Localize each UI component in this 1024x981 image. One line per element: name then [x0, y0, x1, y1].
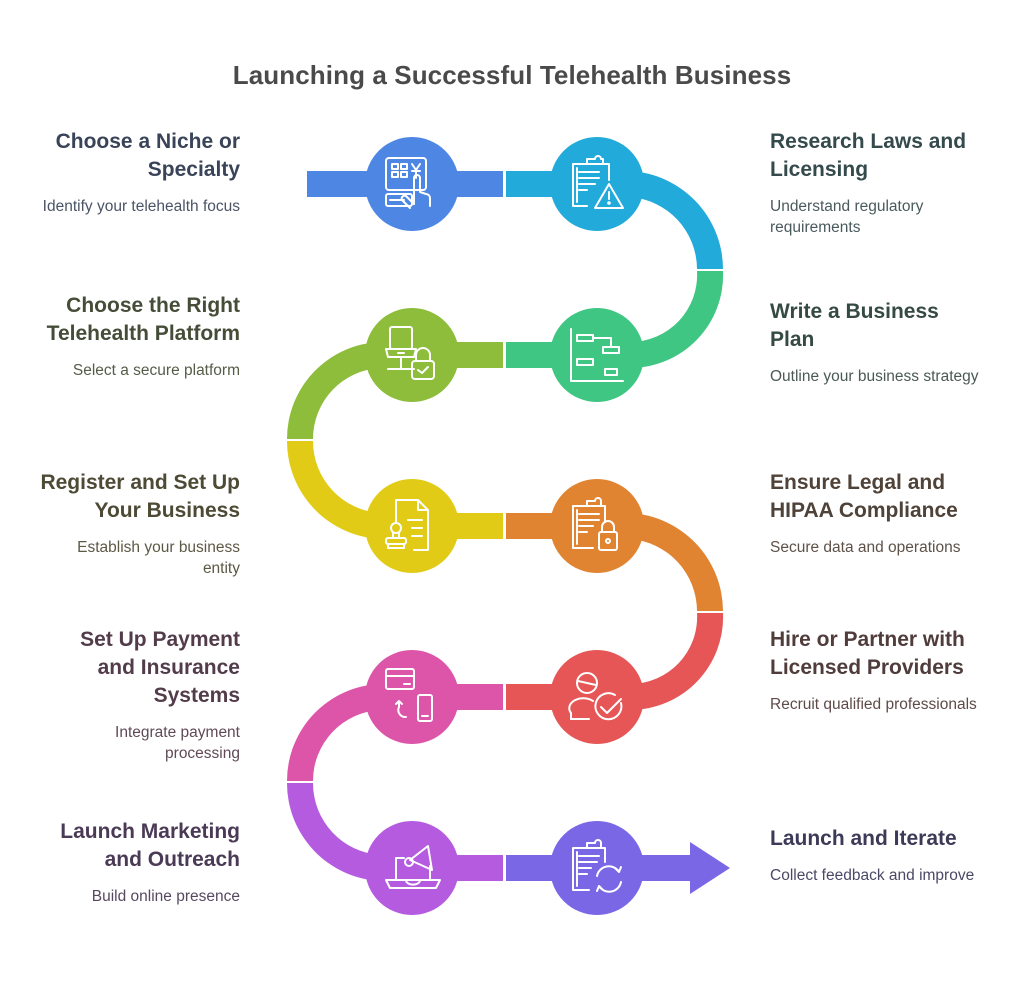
segment-3-arc: [630, 271, 724, 369]
step-4-label: Choose the Right Telehealth Platform Sel…: [40, 292, 240, 381]
step-6-label: Ensure Legal and HIPAA Compliance Secure…: [770, 469, 985, 558]
step-4-node: [365, 308, 459, 402]
step-5-description: Establish your business entity: [77, 539, 240, 577]
segment-5: [286, 441, 503, 573]
step-10-label: Launch and Iterate Collect feedback and …: [770, 825, 985, 886]
segment-9: [286, 783, 503, 915]
segment-4: [286, 308, 503, 439]
end-arrowhead: [690, 842, 730, 894]
segment-7: [506, 613, 724, 744]
laptop-megaphone-icon: [385, 845, 441, 889]
segment-2-arc: [630, 171, 723, 269]
step-8-title: Set Up Payment and Insurance Systems: [80, 628, 240, 707]
step-10-node: [550, 821, 644, 915]
segment-4-arc: [286, 342, 380, 439]
step-6-node: [550, 479, 644, 573]
stamp-document-icon: [385, 499, 429, 551]
page-title: Launching a Successful Telehealth Busine…: [232, 60, 792, 90]
step-9-label: Launch Marketing and Outreach Build onli…: [40, 818, 240, 907]
card-to-phone-icon: [385, 668, 433, 722]
user-check-icon: [568, 672, 623, 721]
secure-computer-icon: [385, 326, 435, 380]
clipboard-lock-icon: [572, 497, 618, 551]
step-3-title: Write a Business Plan: [770, 300, 939, 351]
step-2-title: Research Laws and Licensing: [770, 130, 967, 181]
step-8-label: Set Up Payment and Insurance Systems Int…: [40, 626, 240, 764]
step-2-label: Research Laws and Licensing Understand r…: [770, 128, 985, 238]
step-10-description: Collect feedback and improve: [770, 867, 975, 884]
gantt-chart-icon: [570, 328, 624, 382]
step-2-description: Understand regulatory requirements: [770, 198, 924, 236]
step-6-description: Secure data and operations: [770, 539, 961, 556]
step-8-node: [365, 650, 459, 744]
step-8-description: Integrate payment processing: [115, 724, 240, 762]
step-3-label: Write a Business Plan Outline your busin…: [770, 298, 985, 387]
segment-8-arc: [286, 684, 380, 781]
segment-6: [506, 479, 723, 611]
step-5-label: Register and Set Up Your Business Establ…: [40, 469, 240, 579]
segment-7-arc: [630, 613, 724, 711]
step-7-description: Recruit qualified professionals: [770, 696, 977, 713]
step-6-title: Ensure Legal and HIPAA Compliance: [770, 471, 958, 522]
segment-6-arc: [630, 513, 723, 611]
touch-screen-kiosk-icon: [385, 157, 431, 209]
clipboard-refresh-icon: [572, 839, 622, 893]
step-7-label: Hire or Partner with Licensed Providers …: [770, 626, 985, 715]
step-4-title: Choose the Right Telehealth Platform: [46, 294, 240, 345]
step-9-node: [365, 821, 459, 915]
step-1-description: Identify your telehealth focus: [42, 198, 240, 215]
step-9-title: Launch Marketing and Outreach: [60, 820, 240, 871]
step-5-title: Register and Set Up Your Business: [40, 471, 240, 522]
step-1-label: Choose a Niche or Specialty Identify you…: [40, 128, 240, 217]
step-5-node: [365, 479, 459, 573]
step-9-description: Build online presence: [91, 888, 240, 905]
step-2-node: [550, 137, 644, 231]
segment-3: [506, 271, 724, 402]
step-1-node: [365, 137, 459, 231]
step-3-description: Outline your business strategy: [770, 368, 979, 385]
step-7-title: Hire or Partner with Licensed Providers: [770, 628, 965, 679]
segment-10: [506, 821, 730, 915]
segment-5-arc: [286, 441, 380, 539]
step-10-title: Launch and Iterate: [770, 827, 957, 850]
segment-9-arc: [286, 783, 380, 881]
step-3-node: [550, 308, 644, 402]
step-7-node: [550, 650, 644, 744]
clipboard-warning-icon: [572, 155, 624, 209]
segment-1: [307, 137, 503, 231]
step-1-title: Choose a Niche or Specialty: [55, 130, 240, 181]
step-4-description: Select a secure platform: [72, 362, 240, 379]
segment-8: [286, 650, 503, 781]
segment-2: [506, 137, 723, 269]
